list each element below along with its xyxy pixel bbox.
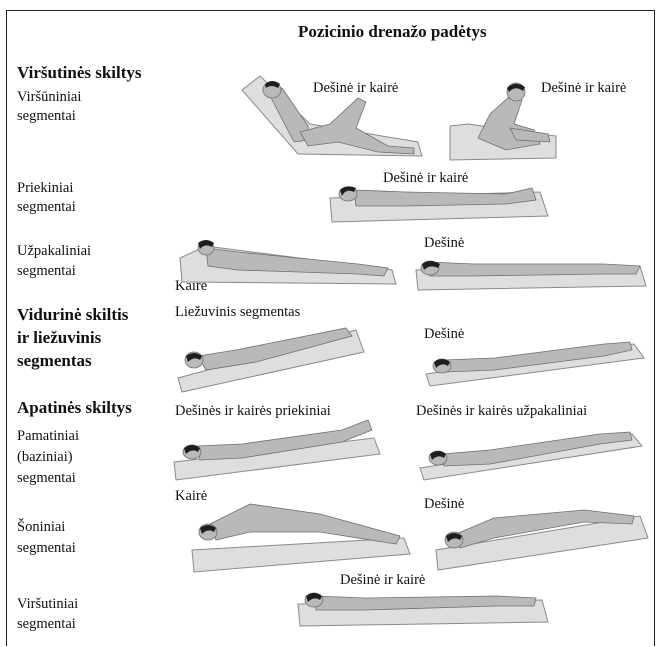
segment-anterior-line1: Priekiniai: [17, 180, 73, 197]
figure-title: Pozicinio drenažo padėtys: [298, 22, 487, 42]
group-middle-lobe-line2: ir liežuvinis: [17, 328, 101, 348]
group-lower-lobes: Apatinės skiltys: [17, 398, 132, 418]
frame-top-border: [6, 10, 655, 11]
prone-left-figure: [178, 234, 402, 290]
seated-forward-figure: [450, 78, 560, 166]
basal-posterior-figure: [420, 424, 648, 480]
segment-basal-line1: Pamatiniai: [17, 428, 79, 445]
segment-basal-line3: segmentai: [17, 470, 76, 487]
segment-apical-line2: segmentai: [17, 108, 76, 125]
segment-lateral-line2: segmentai: [17, 540, 76, 557]
segment-posterior-line2: segmentai: [17, 263, 76, 280]
segment-superior-line1: Viršutiniai: [17, 596, 78, 613]
lateral-left-figure: [190, 492, 414, 578]
superior-prone-figure: [296, 580, 552, 632]
basal-anterior-figure: [172, 420, 384, 484]
group-upper-lobes: Viršutinės skiltys: [17, 63, 142, 83]
segment-anterior-line2: segmentai: [17, 199, 76, 216]
lateral-right-figure: [434, 494, 652, 578]
segment-basal-line2: (baziniai): [17, 449, 73, 466]
segment-apical-line1: Viršūniniai: [17, 89, 81, 106]
lingular-wedge-figure: [176, 316, 368, 394]
segment-superior-line2: segmentai: [17, 616, 76, 633]
group-middle-lobe-line3: segmentas: [17, 351, 92, 371]
prone-right-figure: [414, 252, 650, 294]
middle-right-wedge-figure: [424, 336, 650, 388]
label-basal-posterior: Dešinės ir kairės užpakaliniai: [416, 403, 587, 420]
segment-lateral-line1: Šoniniai: [17, 519, 65, 536]
label-posterior-right: Dešinė: [424, 235, 464, 252]
label-basal-anterior: Dešinės ir kairės priekiniai: [175, 403, 331, 420]
supine-flat-figure: [326, 176, 552, 228]
frame-right-border: [654, 10, 655, 646]
group-middle-lobe-line1: Vidurinė skiltis: [17, 305, 128, 325]
reclined-sitting-figure: [238, 68, 424, 164]
segment-posterior-line1: Užpakaliniai: [17, 243, 91, 260]
frame-left-border: [6, 10, 7, 646]
